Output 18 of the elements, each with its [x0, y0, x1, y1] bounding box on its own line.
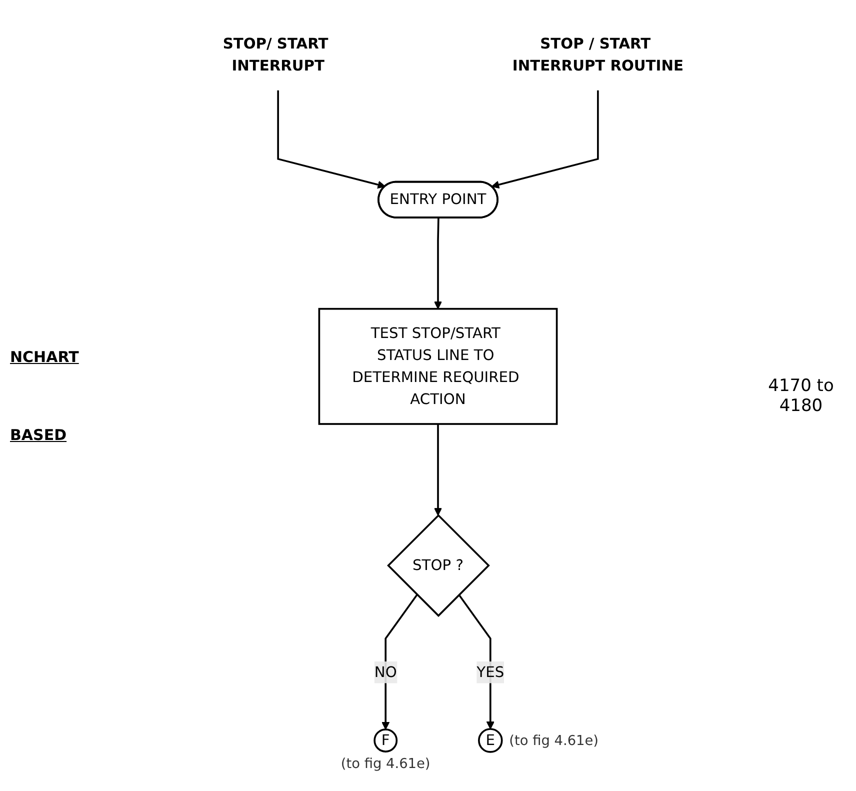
- edge-label: NO: [374, 663, 397, 681]
- cut-off-label: BASED: [10, 426, 68, 444]
- arrow: [434, 424, 442, 516]
- node-box: TEST STOP/START STATUS LINE TO DETERMINE REQUIRED ACTION: [318, 308, 558, 425]
- node-note: (to fig 4.61e): [509, 733, 599, 750]
- arrow: [277, 90, 386, 189]
- node-text: STOP / START INTERRUPT ROUTINE: [512, 34, 684, 74]
- edge-label: YES: [476, 663, 504, 681]
- node-diamond: STOP ?: [387, 514, 490, 617]
- arrow: [434, 218, 442, 310]
- cut-off-label: NCHART: [10, 348, 80, 366]
- node-text: STOP/ START INTERRUPT: [222, 34, 328, 74]
- arrow: [491, 90, 599, 189]
- node-circle: F: [374, 728, 398, 752]
- node-circle: E: [478, 728, 503, 753]
- line-range-label: 4170 to 4180: [767, 376, 835, 416]
- node-note: (to fig 4.61e): [340, 756, 430, 772]
- arrow: [382, 594, 418, 730]
